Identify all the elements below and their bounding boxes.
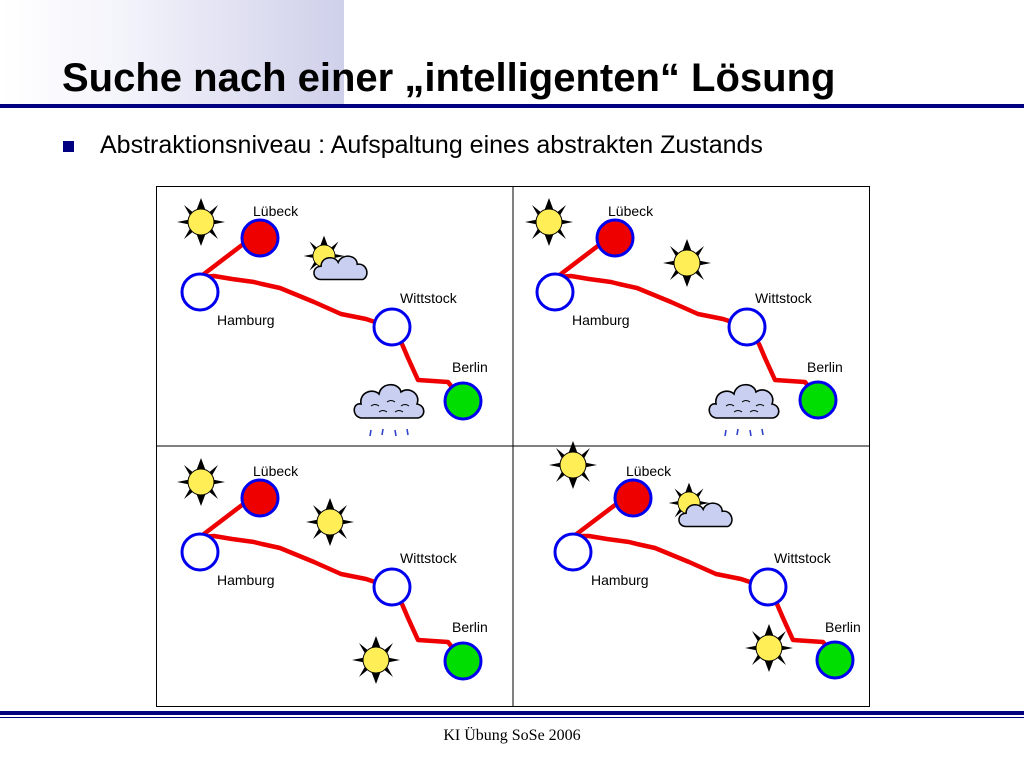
label-luebeck: Lübeck bbox=[253, 463, 299, 479]
label-berlin: Berlin bbox=[452, 359, 488, 375]
label-wittstock: Wittstock bbox=[400, 290, 458, 306]
sun-icon bbox=[305, 497, 355, 547]
weather-route-diagram: Lübeck Hamburg Wittstock Berlin Lübeck H… bbox=[156, 186, 870, 707]
label-berlin: Berlin bbox=[452, 619, 488, 635]
sun-icon bbox=[176, 197, 226, 247]
city-berlin bbox=[443, 641, 483, 681]
panel-2: Lübeck Hamburg Wittstock Berlin bbox=[524, 197, 843, 437]
label-luebeck: Lübeck bbox=[626, 463, 672, 479]
city-hamburg bbox=[553, 532, 593, 572]
city-hamburg bbox=[180, 272, 220, 312]
label-luebeck: Lübeck bbox=[608, 203, 654, 219]
panel-3: Lübeck Hamburg Wittstock Berlin bbox=[176, 457, 488, 685]
label-wittstock: Wittstock bbox=[774, 550, 832, 566]
road-hamburg-wittstock bbox=[199, 533, 395, 590]
city-wittstock bbox=[372, 567, 412, 607]
footer-text: KI Übung SoSe 2006 bbox=[443, 727, 581, 744]
city-wittstock bbox=[372, 307, 412, 347]
label-wittstock: Wittstock bbox=[400, 550, 458, 566]
road-hamburg-wittstock bbox=[199, 273, 395, 330]
bullet-square-icon bbox=[63, 141, 74, 152]
title-corner-gradient bbox=[0, 0, 344, 104]
city-berlin bbox=[815, 640, 855, 680]
city-berlin bbox=[443, 381, 483, 421]
city-wittstock bbox=[727, 307, 767, 347]
footer-rule-thin bbox=[0, 717, 1024, 718]
label-hamburg: Hamburg bbox=[572, 312, 630, 328]
sun-icon bbox=[176, 457, 226, 507]
city-luebeck bbox=[613, 478, 653, 518]
bullet-text: Abstraktionsniveau : Aufspaltung eines a… bbox=[100, 131, 763, 159]
label-luebeck: Lübeck bbox=[253, 203, 299, 219]
slide-title: Suche nach einer „intelligenten“ Lösung bbox=[62, 56, 836, 100]
label-hamburg: Hamburg bbox=[217, 312, 275, 328]
sun-icon bbox=[548, 440, 598, 490]
label-hamburg: Hamburg bbox=[217, 572, 275, 588]
sun-icon bbox=[351, 635, 401, 685]
footer-rule-thick bbox=[0, 711, 1024, 715]
panel-1: Lübeck Hamburg Wittstock Berlin bbox=[176, 197, 488, 437]
sun-icon bbox=[524, 197, 574, 247]
label-berlin: Berlin bbox=[807, 359, 843, 375]
city-luebeck bbox=[240, 218, 280, 258]
city-hamburg bbox=[535, 272, 575, 312]
city-luebeck bbox=[240, 478, 280, 518]
panel-4: Lübeck Hamburg Wittstock Berlin bbox=[548, 440, 861, 680]
label-hamburg: Hamburg bbox=[591, 572, 649, 588]
city-luebeck bbox=[595, 218, 635, 258]
city-hamburg bbox=[180, 532, 220, 572]
sun-icon bbox=[744, 623, 794, 673]
city-berlin bbox=[798, 380, 838, 420]
label-wittstock: Wittstock bbox=[755, 290, 813, 306]
title-rule bbox=[0, 104, 1024, 108]
label-berlin: Berlin bbox=[825, 619, 861, 635]
city-wittstock bbox=[748, 567, 788, 607]
road-hamburg-wittstock bbox=[574, 533, 770, 590]
sun-icon bbox=[662, 238, 712, 288]
road-hamburg-wittstock bbox=[556, 273, 752, 330]
